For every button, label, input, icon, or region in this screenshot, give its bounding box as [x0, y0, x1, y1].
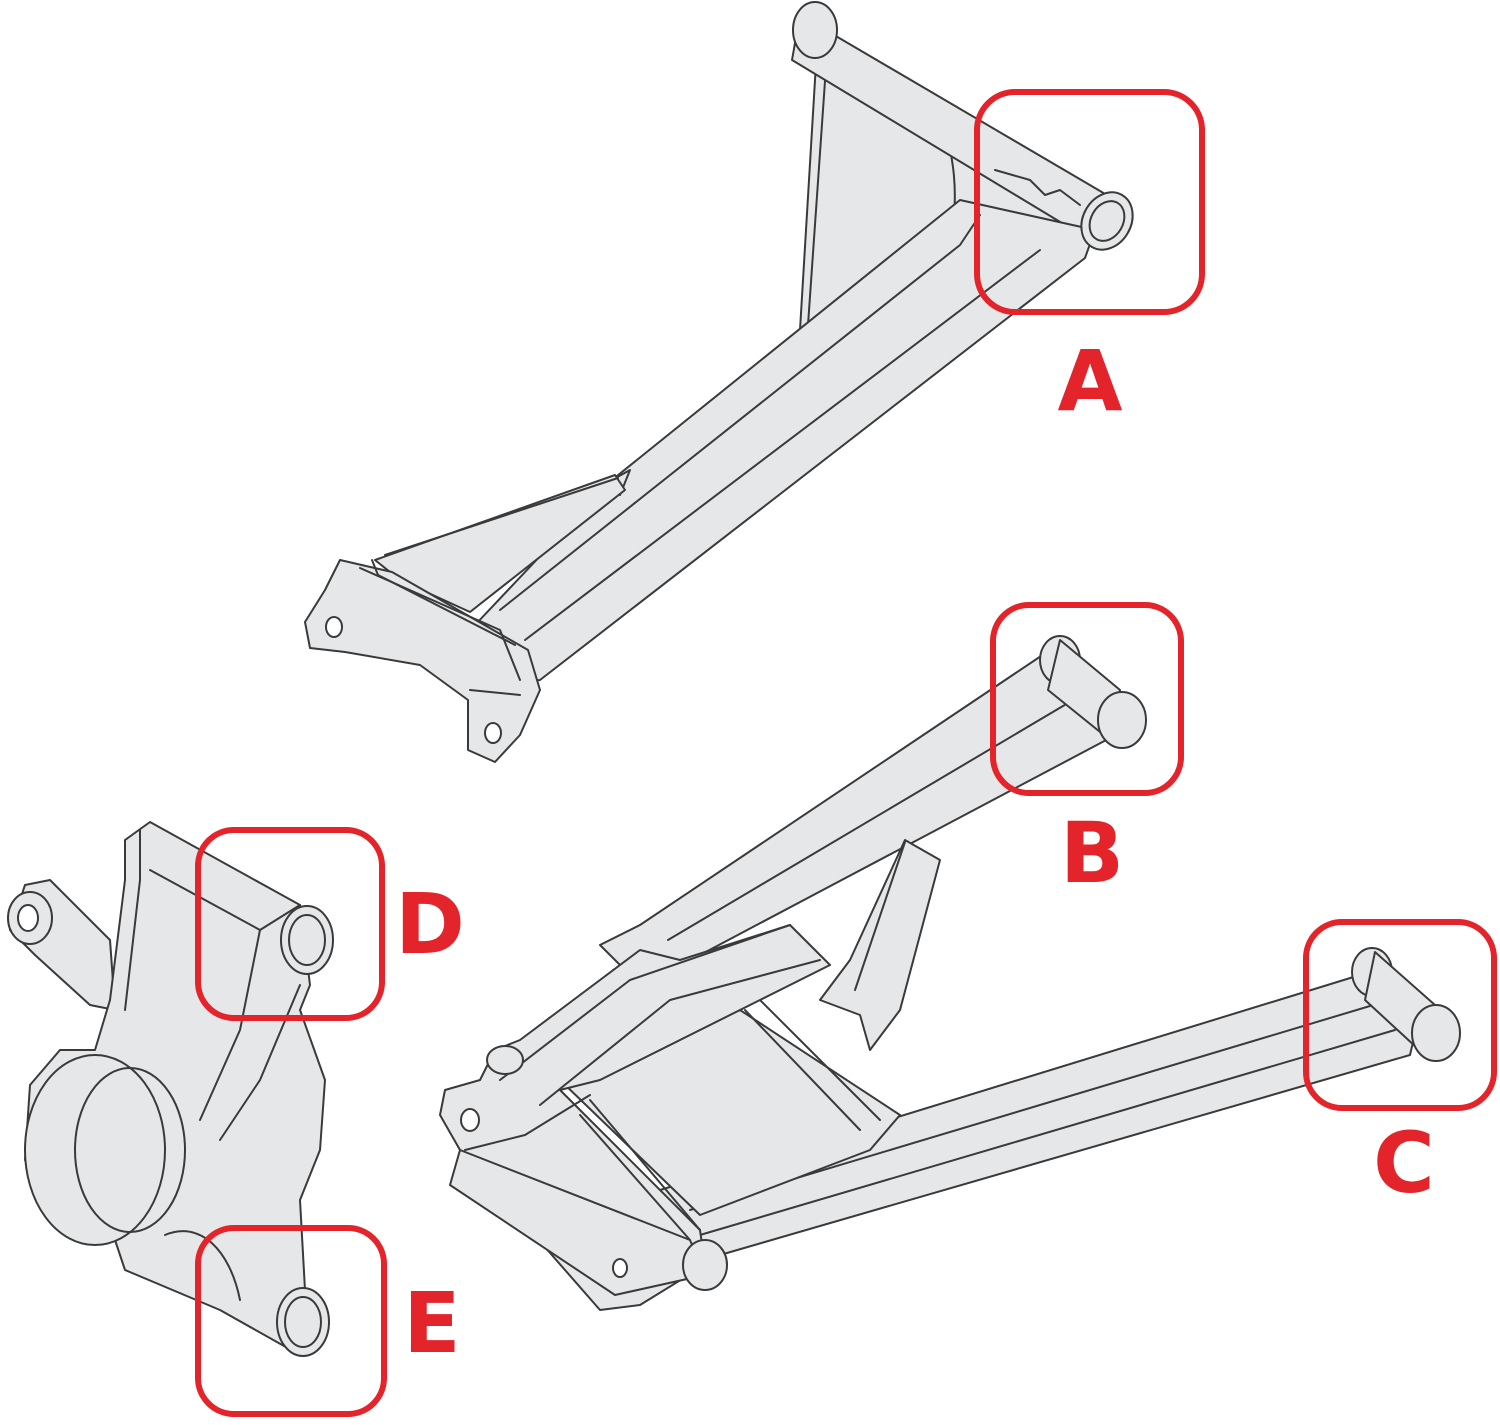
callout-label-c: C [1373, 1114, 1435, 1212]
callout-label-b: B [1060, 804, 1124, 902]
callout-label-a: A [1057, 332, 1122, 430]
highlight-box-e [195, 1225, 387, 1417]
callout-labels: A B C D E [395, 332, 1435, 1372]
highlight-box-a [974, 89, 1205, 315]
highlight-box-c [1303, 919, 1497, 1111]
highlights [195, 89, 1497, 1417]
upper-control-arm [304, 1, 1134, 763]
highlight-box-b [990, 602, 1184, 796]
steering-knuckle [7, 821, 334, 1357]
lower-control-arm [439, 635, 1461, 1311]
callout-label-d: D [395, 875, 465, 973]
callout-label-e: E [403, 1274, 460, 1372]
highlight-box-d [195, 827, 385, 1021]
